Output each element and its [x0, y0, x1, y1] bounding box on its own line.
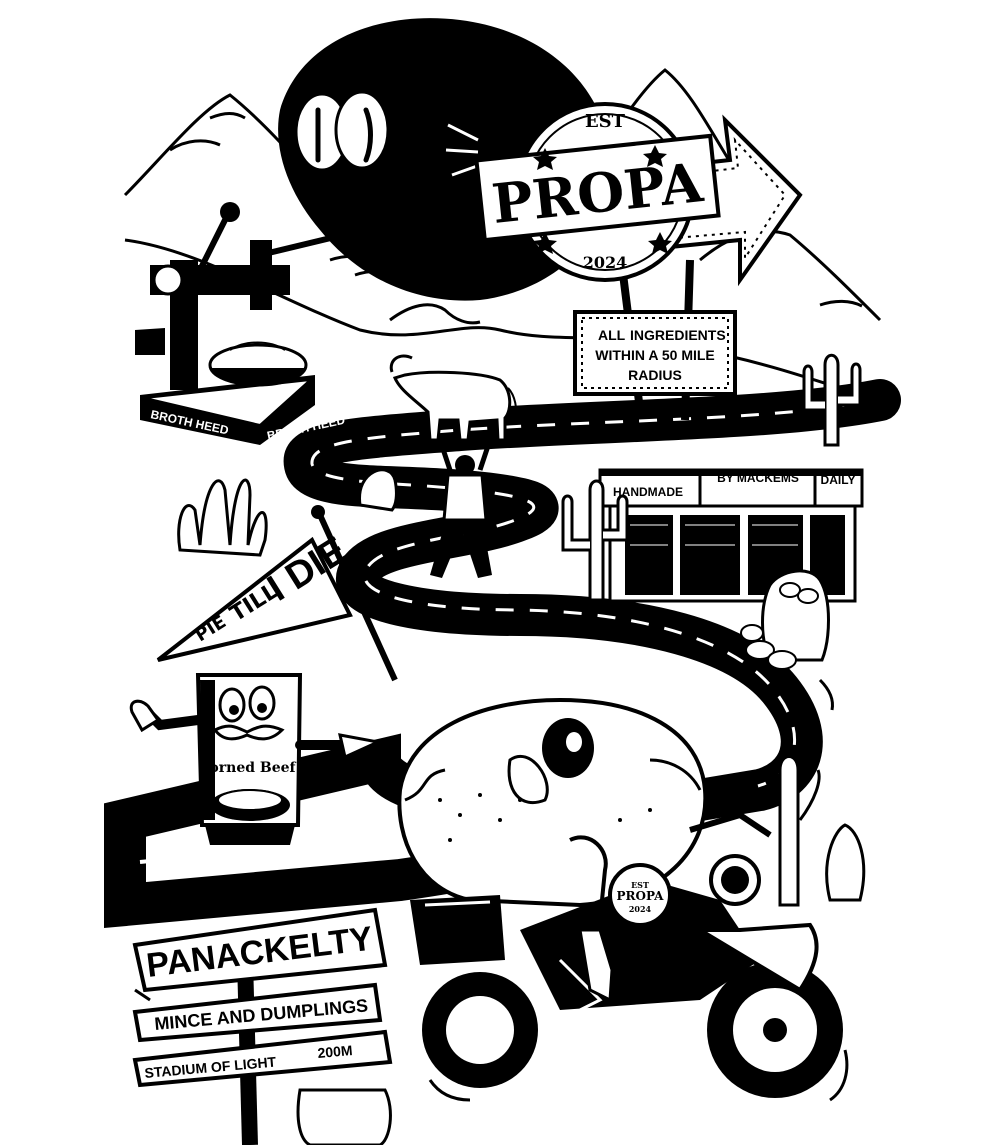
shop-sign-handmade: HANDMADE: [613, 485, 683, 499]
directional-signpost: PANACKELTY MINCE AND DUMPLINGS STADIUM O…: [132, 907, 393, 1145]
ingredients-line3: RADIUS: [628, 367, 682, 383]
mountain-range: [123, 68, 882, 402]
cactus-icon: [177, 353, 866, 907]
can-label-text: Corned Beef!: [198, 760, 301, 776]
bike-badge-brand: PROPA: [617, 889, 665, 903]
pennant-flag: PIE TILL I DIE: [156, 505, 398, 682]
pie-press-icon: BROTH HEED BROTH HEED: [135, 202, 386, 445]
pie-icon: [397, 697, 708, 908]
ingredients-line1-a: ALL: [598, 327, 626, 343]
pie-character-on-motorcycle: EST PROPA 2024: [397, 697, 843, 1098]
propa-sign: EST PROPA 2024: [474, 102, 803, 421]
ingredients-sign: ALL INGREDIENTS WITHIN A 50 MILE RADIUS: [573, 310, 737, 396]
ingredients-line1-b: INGREDIENTS: [630, 327, 726, 343]
corned-beef-can: Corned Beef!: [129, 673, 383, 845]
cow-icon: [389, 354, 518, 442]
propa-year-text: 2024: [583, 253, 628, 272]
motion-lines: [428, 678, 849, 1102]
bike-badge-year: 2024: [629, 904, 652, 914]
potato-sack-icon: [740, 569, 830, 670]
shop-building: HANDMADE BY MACKEMS DAILY: [598, 468, 864, 603]
sign-distance: 200M: [317, 1042, 353, 1061]
motorcycle-icon: EST PROPA 2024: [410, 811, 843, 1098]
bike-badge-est: EST: [631, 880, 649, 890]
shop-sign-by-mackems: BY MACKEMS: [717, 471, 799, 485]
propa-est-text: EST: [585, 111, 626, 132]
farmer-figure: [430, 439, 493, 578]
shop-sign-daily: DAILY: [821, 473, 856, 487]
ingredients-line2: WITHIN A 50 MILE: [595, 347, 715, 363]
